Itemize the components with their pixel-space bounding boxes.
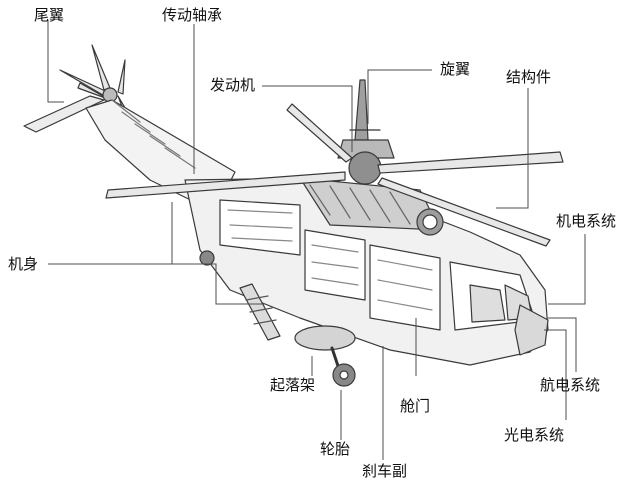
landing-gear-graphic <box>199 250 356 387</box>
label-engine: 发动机 <box>210 76 256 94</box>
leader-electromech <box>548 234 586 305</box>
label-tail-rotor: 尾翼 <box>34 6 65 24</box>
label-fuselage: 机身 <box>8 255 39 273</box>
label-structure: 结构件 <box>506 68 552 86</box>
leader-optoelectronic <box>544 329 567 420</box>
leader-fuselage-2 <box>172 263 266 305</box>
leader-engine <box>262 85 353 152</box>
label-main-rotor: 旋翼 <box>440 60 471 78</box>
label-avionics: 航电系统 <box>540 376 601 394</box>
main-rotor-graphic <box>105 79 564 247</box>
leader-tail-rotor <box>47 20 64 103</box>
leader-fuselage <box>48 202 173 265</box>
label-optoelectronic: 光电系统 <box>504 426 565 444</box>
tail-rotor-graphic <box>23 44 138 133</box>
label-electromech: 机电系统 <box>556 212 617 230</box>
leader-avionics <box>548 317 577 372</box>
label-brake: 刹车副 <box>362 462 408 480</box>
label-hatch: 舱门 <box>400 397 431 415</box>
leader-structure <box>496 88 529 209</box>
label-drive-shaft: 传动轴承 <box>162 6 223 24</box>
label-landing-gear: 起落架 <box>270 376 316 394</box>
label-tire: 轮胎 <box>320 440 351 458</box>
leader-main-rotor <box>367 69 432 124</box>
